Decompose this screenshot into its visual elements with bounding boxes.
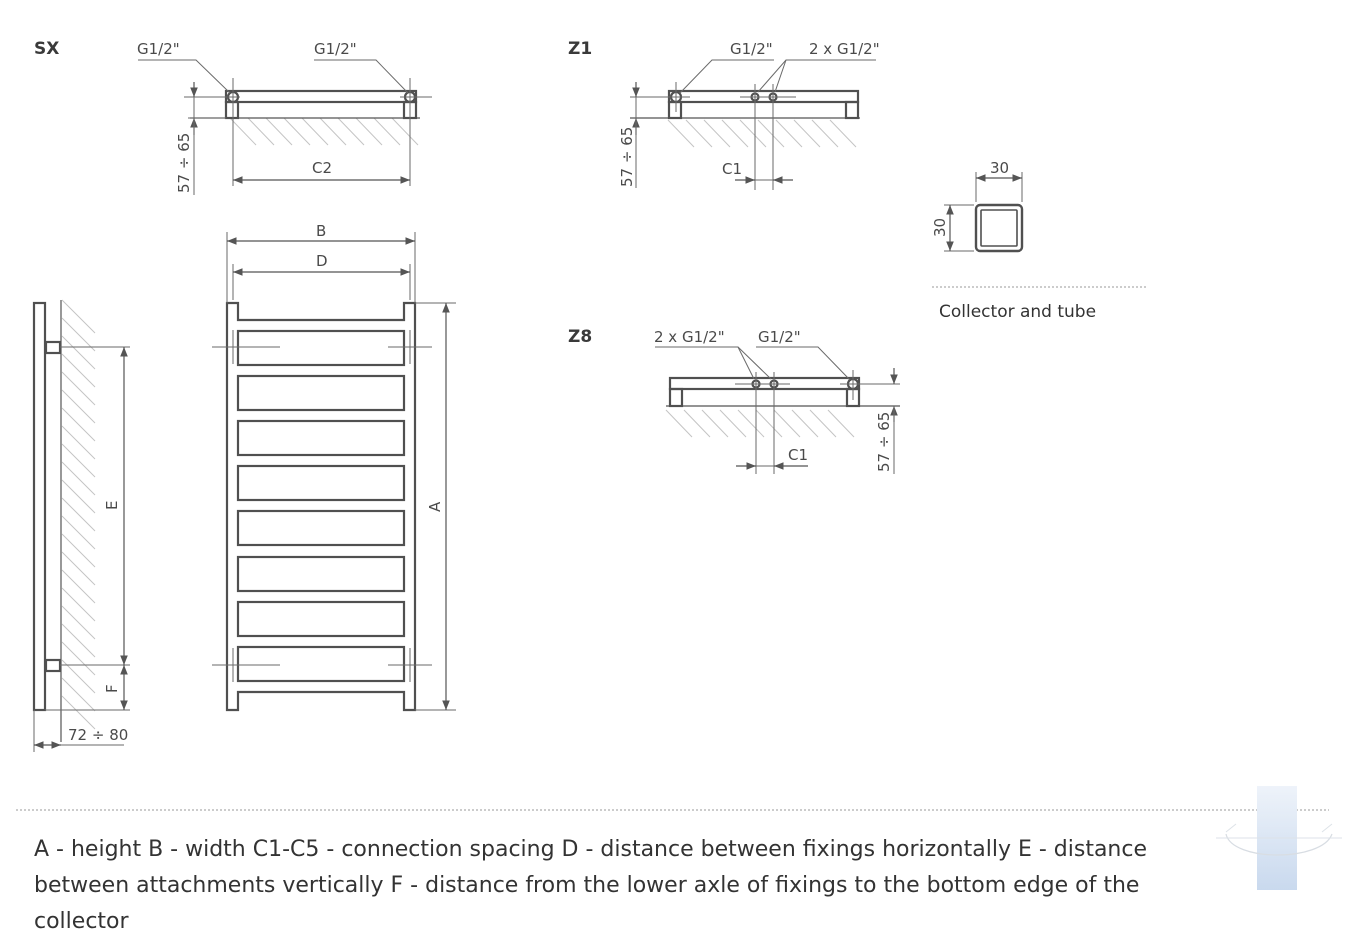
sx-top-view: SX G1/2" G1/2" 57 ÷ 65 C2 <box>34 39 432 195</box>
wall-hatch-side <box>61 299 96 730</box>
label-72-80: 72 ÷ 80 <box>68 726 128 744</box>
label-e: E <box>103 501 121 510</box>
label-g12-z8: G1/2" <box>758 328 801 346</box>
label-57-65-z1: 57 ÷ 65 <box>618 127 636 187</box>
label-57-65-z8: 57 ÷ 65 <box>875 412 893 472</box>
section-label-z8: Z8 <box>568 327 592 347</box>
tube-section: 30 30 <box>931 159 1148 288</box>
label-c1-z8: C1 <box>788 446 808 464</box>
z8-top-view: Z8 2 x G1/2" G1/2" 57 ÷ 65 C1 <box>568 327 900 474</box>
collector-tube-caption: Collector and tube <box>939 302 1097 322</box>
z1-top-view: Z1 G1/2" 2 x G1/2" 57 ÷ 65 C1 <box>568 39 880 190</box>
dimension-legend: A - height B - width C1-C5 - connection … <box>34 837 1148 934</box>
front-view: B D A <box>212 222 456 712</box>
label-b: B <box>316 222 326 240</box>
label-g12-sx-right: G1/2" <box>314 40 357 58</box>
label-tube-height: 30 <box>931 218 949 237</box>
label-tube-width: 30 <box>990 159 1009 177</box>
watermark-logo <box>1216 786 1342 890</box>
label-g12-sx-left: G1/2" <box>137 40 180 58</box>
label-c1-z1: C1 <box>722 160 742 178</box>
section-label-z1: Z1 <box>568 39 592 59</box>
label-2xg12-z1: 2 x G1/2" <box>809 40 880 58</box>
label-57-65-sx: 57 ÷ 65 <box>175 133 193 193</box>
section-label-sx: SX <box>34 39 59 59</box>
technical-drawing: SX G1/2" G1/2" 57 ÷ 65 C2 <box>16 39 1329 811</box>
label-a: A <box>426 501 444 512</box>
wall-hatch-sx <box>229 117 419 146</box>
label-c2: C2 <box>312 159 332 177</box>
side-view: E F 72 ÷ 80 <box>32 299 130 752</box>
front-view-rungs <box>236 329 406 683</box>
wall-hatch-z8 <box>665 409 855 438</box>
label-g12-z1: G1/2" <box>730 40 773 58</box>
label-f: F <box>103 684 121 693</box>
wall-hatch-z1 <box>667 119 857 148</box>
label-d: D <box>316 252 328 270</box>
label-2xg12-z8: 2 x G1/2" <box>654 328 725 346</box>
